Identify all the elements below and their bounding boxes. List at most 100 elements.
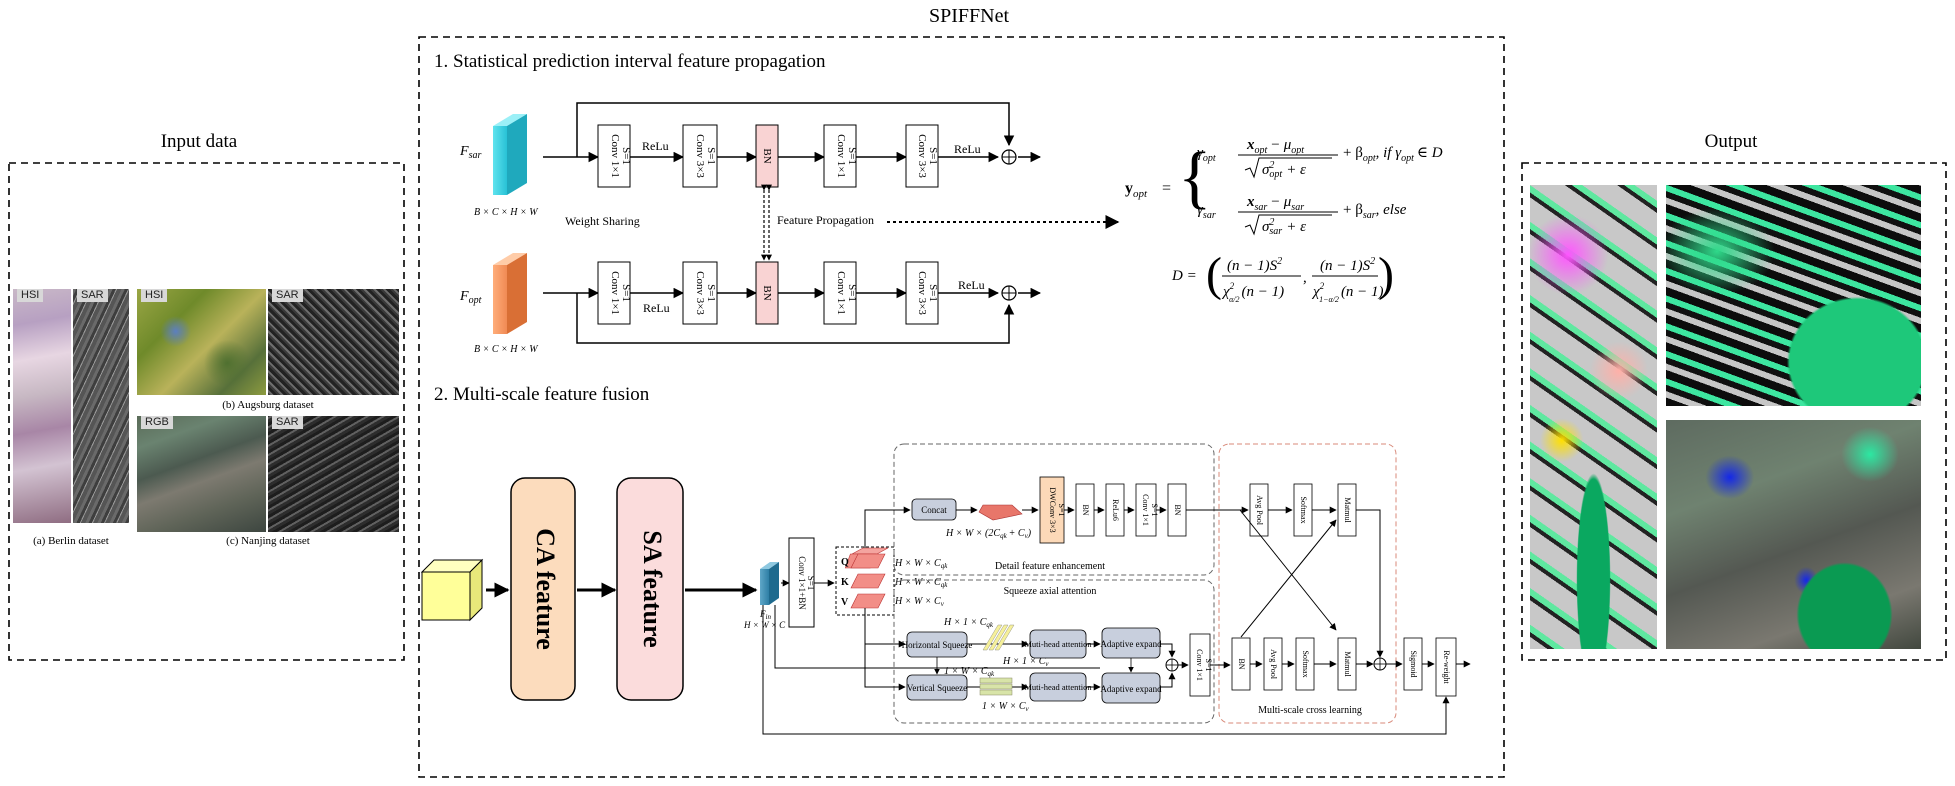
input-cube bbox=[420, 558, 484, 622]
reweight-label: Re-weight bbox=[1442, 650, 1451, 684]
h-squeeze-tensors bbox=[982, 624, 1015, 651]
stride-label: S=1 bbox=[846, 284, 858, 302]
nanjing-sar-image bbox=[268, 416, 399, 532]
avgpool-label: Avg Pool bbox=[1255, 495, 1264, 526]
augsburg-sar-tag: SAR bbox=[272, 289, 303, 302]
conv3x3-block bbox=[682, 124, 718, 188]
relu6-label: ReLu6 bbox=[1111, 499, 1120, 521]
v-dims: H × W × Cv bbox=[894, 596, 945, 608]
v-squeeze-tensors bbox=[979, 677, 1013, 696]
matmul-label: Matmul bbox=[1343, 651, 1352, 677]
conv1x1-block bbox=[823, 261, 857, 325]
conv3x3-block bbox=[682, 261, 718, 325]
berlin-hsi-image bbox=[13, 289, 71, 523]
h1cv-dims: H × 1 × Cv bbox=[1002, 656, 1049, 668]
conv-label: Conv 3×3 bbox=[916, 134, 928, 178]
stride-label: S=1 bbox=[927, 284, 939, 302]
augsburg-hsi-tag: HSI bbox=[141, 289, 168, 302]
row1-blocks bbox=[597, 124, 939, 188]
sigmoid-label: Sigmoid bbox=[1409, 650, 1418, 677]
conv-bn-block bbox=[788, 537, 815, 628]
stride-label: S=1 bbox=[846, 147, 858, 165]
relu-label: ReLu bbox=[643, 301, 670, 315]
ca-feature-label: CA feature bbox=[531, 528, 560, 650]
conv1x1-label: Conv 1×1 bbox=[1141, 494, 1150, 526]
nanjing-rgb-tag: RGB bbox=[141, 416, 173, 429]
svg-text:(n − 1)S2: (n − 1)S2 bbox=[1227, 256, 1282, 274]
squeeze-region-label: Squeeze axial attention bbox=[1004, 586, 1097, 597]
bn-label: BN bbox=[761, 285, 773, 300]
stride-label: S=1 bbox=[927, 147, 939, 165]
detail-region-label: Detail feature enhancement bbox=[995, 561, 1105, 572]
section1-heading: 1. Statistical prediction interval featu… bbox=[434, 51, 826, 72]
sa-feature-label: SA feature bbox=[638, 530, 667, 647]
weight-sharing-label: Weight Sharing bbox=[565, 214, 640, 228]
adaptive-label-1: Adaptive expand bbox=[1100, 639, 1162, 649]
squeeze-axial-region bbox=[893, 579, 1215, 724]
conv1x1-block bbox=[823, 124, 857, 188]
conv-label: Conv 1×1 bbox=[835, 271, 847, 315]
conv3x3-block bbox=[905, 124, 939, 188]
stride-label: S=1 bbox=[1204, 659, 1213, 672]
conv-label: Conv 1×1 bbox=[835, 134, 847, 178]
row2-blocks bbox=[597, 261, 939, 325]
nanjing-caption: (c) Nanjing dataset bbox=[226, 535, 310, 547]
adaptive-expand-2 bbox=[1101, 672, 1161, 704]
bn-block bbox=[755, 261, 779, 325]
svg-text:xsar−μsar: xsar−μsar bbox=[1246, 194, 1304, 213]
augsburg-output-map bbox=[1666, 185, 1921, 406]
bn-label: BN bbox=[1081, 504, 1090, 515]
nanjing-output-map bbox=[1666, 420, 1921, 649]
berlin-sar-tag: SAR bbox=[77, 289, 108, 302]
v-label: V bbox=[841, 597, 849, 608]
berlin-caption: (a) Berlin dataset bbox=[33, 535, 109, 547]
f-sar-tensor bbox=[493, 114, 527, 195]
berlin-hsi-tag: HSI bbox=[17, 289, 44, 302]
nanjing-rgb-image bbox=[137, 416, 266, 532]
relu-label: ReLu bbox=[642, 139, 669, 153]
concat-dims: H × W × (2Cqk+ Cv) bbox=[945, 528, 1032, 540]
relu-label: ReLu bbox=[958, 278, 985, 292]
w1cqk-dims: 1 × W × Cqk bbox=[944, 666, 995, 678]
augsburg-sar-image bbox=[268, 289, 399, 395]
svg-text:γsar: γsar bbox=[1197, 202, 1216, 221]
svg-text:χ2α/2(n − 1): χ2α/2(n − 1) bbox=[1221, 281, 1284, 304]
berlin-output-map bbox=[1530, 185, 1657, 649]
matmul-label: Matmul bbox=[1343, 497, 1352, 523]
mha-label-1: Muti-head attention bbox=[1024, 639, 1092, 649]
main-frame bbox=[418, 36, 1505, 778]
conv1x1-label: Conv 1×1 bbox=[1195, 649, 1204, 681]
cross-region-label: Multi-scale cross learning bbox=[1258, 705, 1362, 716]
bn-label: BN bbox=[1237, 658, 1246, 669]
q-dims: H × W × Cqk bbox=[894, 558, 948, 570]
svg-text:,: , bbox=[1303, 270, 1307, 286]
svg-text:xopt−μopt: xopt−μopt bbox=[1246, 137, 1304, 156]
output-frame bbox=[1521, 162, 1947, 661]
conv-label: Conv 3×3 bbox=[916, 271, 928, 315]
conv-label: Conv 3×3 bbox=[694, 271, 706, 315]
f-opt-label: Fopt bbox=[459, 289, 482, 306]
v-squeeze-label: Vertical Squeeze bbox=[907, 683, 967, 693]
svg-text:χ21−α/2(n − 1): χ21−α/2(n − 1) bbox=[1311, 281, 1384, 304]
stride-label: S=1 bbox=[620, 284, 632, 302]
augsburg-hsi-image bbox=[137, 289, 266, 395]
svg-text:D =: D = bbox=[1171, 268, 1197, 284]
bn-label: BN bbox=[1173, 504, 1182, 515]
q-label: Q bbox=[841, 557, 849, 568]
input-frame bbox=[8, 162, 405, 661]
conv-label: Conv 1×1 bbox=[609, 271, 621, 315]
h-squeeze-label: Horizontal Squeeze bbox=[902, 640, 973, 650]
f-opt-tensor bbox=[493, 253, 527, 334]
bn-label: BN bbox=[761, 148, 773, 163]
stride-label: S=1 bbox=[705, 284, 717, 302]
conv1x1-block bbox=[597, 124, 631, 188]
concat-tensor bbox=[978, 504, 1023, 521]
concat-label: Concat bbox=[921, 505, 947, 515]
feature-propagation-label: Feature Propagation bbox=[777, 213, 874, 227]
svg-text:+ βsar, else: + βsar, else bbox=[1343, 202, 1407, 221]
conv1x1-block bbox=[597, 261, 631, 325]
